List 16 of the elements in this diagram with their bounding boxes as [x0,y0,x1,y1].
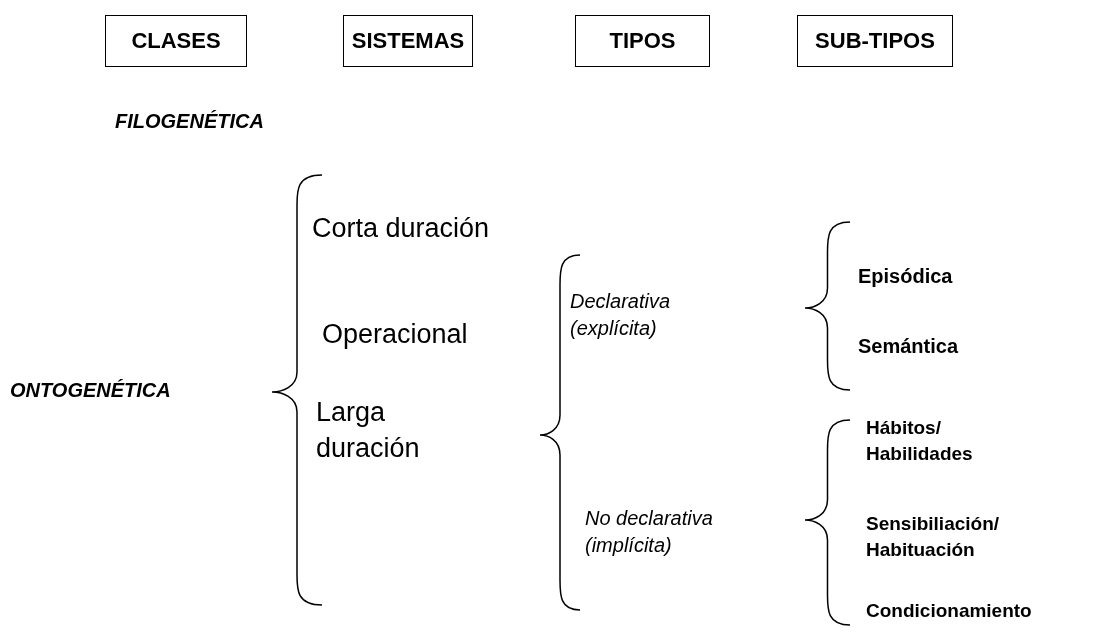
class-label: FILOGENÉTICA [115,109,265,134]
subtype-label: Condicionamiento [866,599,1033,623]
subtype-label: Episódica [858,264,954,289]
system-label: Larga duración [316,396,421,466]
system-label: Corta duración [312,212,491,245]
header-box: SISTEMAS [343,15,473,67]
header-box: SUB-TIPOS [797,15,953,67]
subtype-label: Sensibiliación/ Habituación [866,512,1001,562]
type-label: No declarativa (implícita) [585,506,714,558]
subtype-label: Semántica [858,334,960,359]
system-label: Operacional [322,318,469,351]
class-label: ONTOGENÉTICA [10,378,172,403]
header-box: CLASES [105,15,247,67]
type-label: Declarativa (explícita) [570,289,672,341]
subtype-label: Hábitos/ Habilidades [866,416,974,466]
header-box: TIPOS [575,15,710,67]
